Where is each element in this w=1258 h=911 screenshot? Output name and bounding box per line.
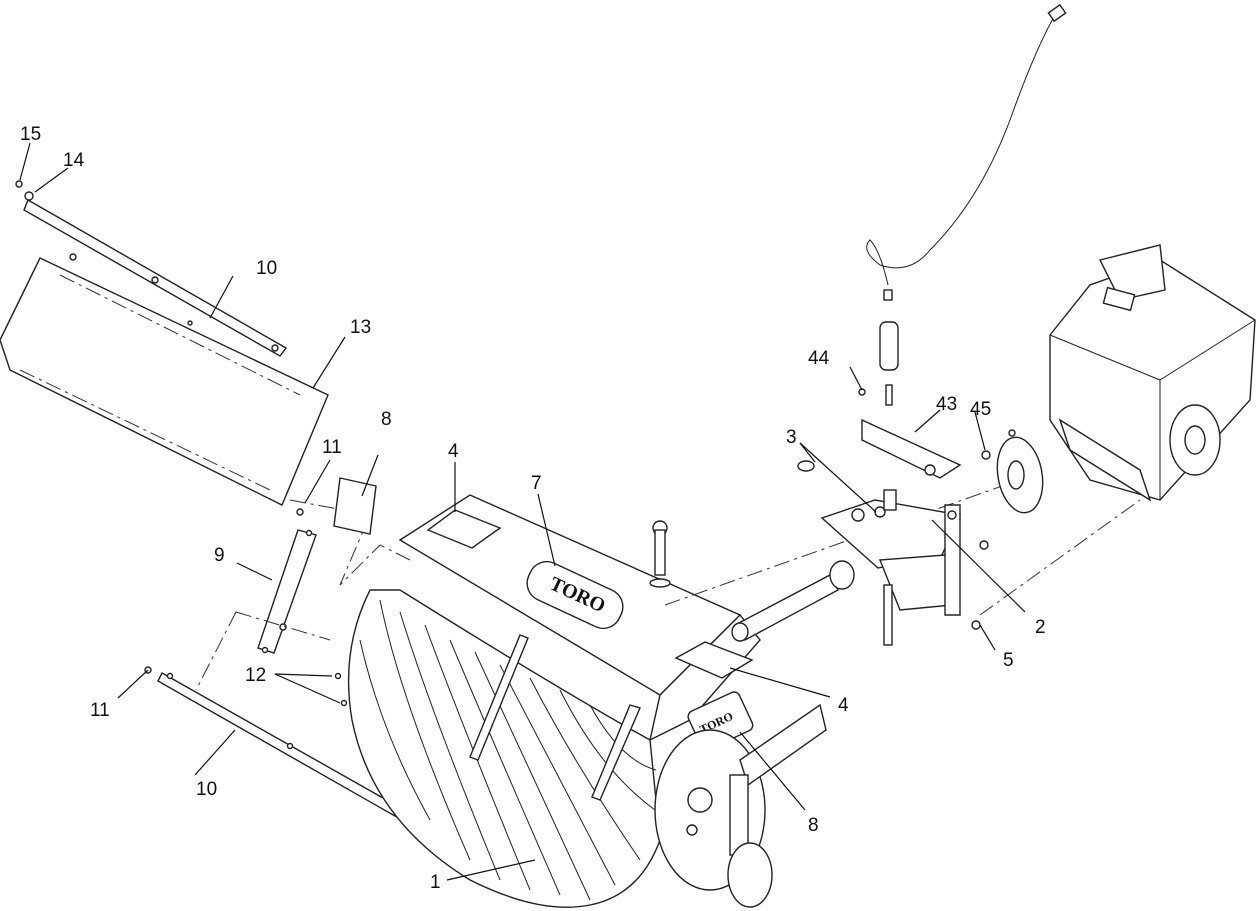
- callout-8-side: 8: [808, 815, 819, 836]
- shield-assembly: [0, 180, 329, 506]
- callouts: 1 2 3 4 4 5 7 8 8 9 10 10 11 11 12 13 14…: [20, 124, 1046, 893]
- cable-bracket: [861, 418, 962, 479]
- cable-assembly: [858, 3, 1067, 479]
- callout-8-top: 8: [381, 409, 392, 430]
- plug: [797, 460, 815, 472]
- callout-2: 2: [1035, 617, 1046, 638]
- callout-45: 45: [970, 399, 991, 420]
- callout-9: 9: [214, 545, 225, 566]
- strap: [257, 529, 317, 654]
- callout-7: 7: [531, 473, 542, 494]
- callout-4-side: 4: [838, 695, 849, 716]
- cable: [866, 14, 1056, 286]
- washer: [24, 191, 34, 201]
- callout-10-top: 10: [256, 258, 277, 279]
- brush: [347, 589, 661, 908]
- callout-44: 44: [808, 348, 830, 369]
- cover-side: [648, 613, 761, 742]
- pulley: [981, 429, 1044, 514]
- traction-unit: [979, 244, 1256, 616]
- callout-11-top: 11: [322, 437, 342, 458]
- callout-10-bottom: 10: [196, 779, 217, 800]
- callout-1: 1: [430, 872, 441, 893]
- shield-panel: [0, 257, 329, 506]
- callout-3: 3: [786, 427, 797, 448]
- mount-plate: [797, 460, 989, 646]
- callout-13: 13: [350, 317, 371, 338]
- callout-14: 14: [63, 150, 85, 171]
- decal-loose: [333, 477, 377, 535]
- broom-housing: TORO TORO: [347, 494, 827, 908]
- decal-top: [426, 509, 502, 549]
- callout-15: 15: [20, 124, 41, 145]
- callout-12: 12: [245, 665, 266, 686]
- callout-5: 5: [1003, 650, 1014, 671]
- caster-wheel: [727, 842, 773, 908]
- callout-4-top: 4: [448, 441, 459, 462]
- callout-11-bottom: 11: [90, 700, 110, 721]
- mount-bracket: [739, 703, 827, 787]
- screw: [15, 180, 23, 188]
- callout-43: 43: [936, 394, 957, 415]
- leader-lines: [19, 142, 1026, 881]
